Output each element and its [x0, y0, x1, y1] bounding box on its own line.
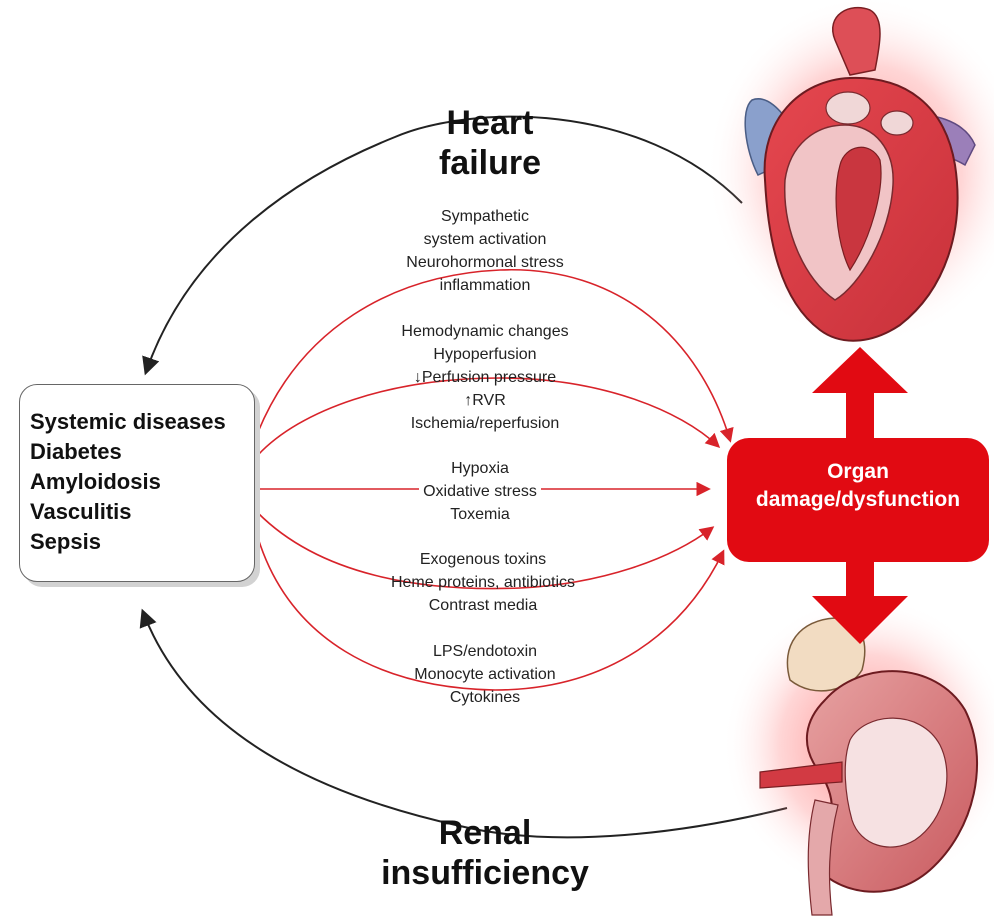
mechanism-line: ↓Perfusion pressure — [375, 366, 595, 389]
mechanism-line: Contrast media — [368, 594, 598, 617]
systemic-disease-item: Sepsis — [30, 527, 254, 557]
systemic-disease-item: Diabetes — [30, 437, 254, 467]
mechanism-line: ↑RVR — [375, 389, 595, 412]
kidney-illustration — [722, 595, 994, 915]
heart-failure-label: Heart failure — [410, 103, 570, 183]
organ-damage-line2: damage/dysfunction — [727, 486, 989, 514]
mechanism-group-endotoxin: LPS/endotoxin Monocyte activation Cytoki… — [385, 640, 585, 709]
systemic-disease-item: Vasculitis — [30, 497, 254, 527]
mechanism-line: Hypoperfusion — [375, 343, 595, 366]
mechanism-line: Hypoxia — [390, 457, 570, 480]
mechanism-line: Hemodynamic changes — [375, 320, 595, 343]
mechanism-line: Oxidative stress — [419, 480, 541, 503]
mechanism-line: Heme proteins, antibiotics — [368, 571, 598, 594]
mechanism-group-toxins: Exogenous toxins Heme proteins, antibiot… — [368, 548, 598, 617]
mechanism-line: Sympathetic — [380, 205, 590, 228]
renal-insufficiency-line1: Renal — [380, 813, 590, 853]
mechanism-group-hemodynamic: Hemodynamic changes Hypoperfusion ↓Perfu… — [375, 320, 595, 435]
renal-insufficiency-label: Renal insufficiency — [380, 813, 590, 893]
mechanism-line: Cytokines — [385, 686, 585, 709]
heart-illustration — [706, 0, 994, 345]
systemic-diseases-box: Systemic diseases Diabetes Amyloidosis V… — [19, 384, 255, 582]
mechanism-line: LPS/endotoxin — [385, 640, 585, 663]
mechanism-line: Ischemia/reperfusion — [375, 412, 595, 435]
mechanism-line: Monocyte activation — [385, 663, 585, 686]
mechanism-line: system activation — [380, 228, 590, 251]
renal-insufficiency-line2: insufficiency — [380, 853, 590, 893]
systemic-disease-item: Amyloidosis — [30, 467, 254, 497]
heart-failure-line1: Heart — [410, 103, 570, 143]
mechanism-line: Exogenous toxins — [368, 548, 598, 571]
mechanism-line: Toxemia — [390, 503, 570, 526]
organ-damage-box: Organ damage/dysfunction — [727, 438, 989, 562]
organ-damage-line1: Organ — [727, 458, 989, 486]
mechanism-group-sympathetic: Sympathetic system activation Neurohormo… — [380, 205, 590, 297]
mechanism-line: inflammation — [380, 274, 590, 297]
heart-failure-line2: failure — [410, 143, 570, 183]
mechanism-group-hypoxia: Hypoxia Oxidative stress Toxemia — [390, 457, 570, 526]
systemic-disease-item: Systemic diseases — [30, 407, 254, 437]
mechanism-line: Neurohormonal stress — [380, 251, 590, 274]
